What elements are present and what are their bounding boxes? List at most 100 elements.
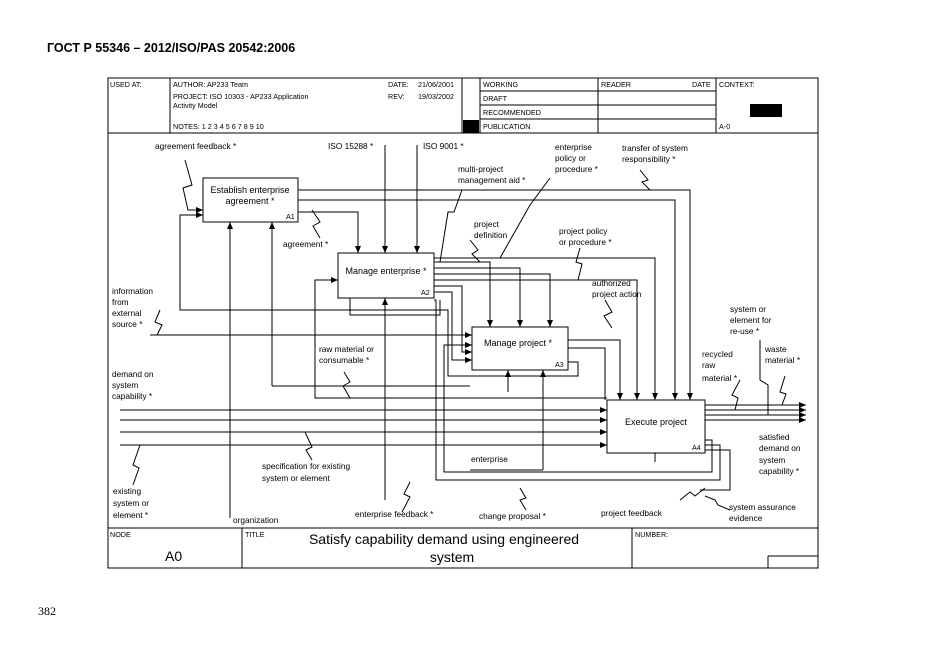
date-value: 21/06/2001	[418, 80, 454, 89]
document-header: ГОСТ Р 55346 – 2012/ISO/PAS 20542:2006	[47, 41, 296, 55]
label-recycled-1: recycled	[702, 349, 733, 359]
a2-label-1: Manage enterprise *	[345, 266, 427, 276]
label-demand-3: capability *	[112, 391, 153, 401]
a3-to-a4-arrow	[568, 347, 606, 400]
status-recommended: RECOMMENDED	[483, 108, 541, 117]
label-agreement: agreement *	[283, 239, 329, 249]
label-waste-2: material *	[765, 355, 801, 365]
label-enterprise-policy-1: enterprise	[555, 142, 592, 152]
project-line1: PROJECT: ISO 10303 - AP233 Application	[173, 92, 308, 101]
activity-a3: Manage project * A3	[471, 326, 569, 371]
notes-text: NOTES: 1 2 3 4 5 6 7 8 9 10	[173, 122, 264, 131]
author-text: AUTHOR: AP233 Team	[173, 80, 248, 89]
reader-label: READER	[601, 80, 631, 89]
a1-label-2: agreement *	[225, 196, 275, 206]
activity-a1: Establish enterprise agreement * A1	[202, 177, 299, 223]
context-node: A-0	[719, 122, 730, 131]
page-number: 382	[38, 604, 56, 618]
label-specification-2: system or element	[262, 473, 330, 483]
a4-id: A4	[692, 443, 701, 452]
label-satisfied-3: system	[759, 455, 785, 465]
existing-squiggle	[132, 444, 141, 486]
label-organization: organization	[233, 515, 279, 525]
status-working: WORKING	[483, 80, 519, 89]
label-change-proposal: change proposal *	[479, 511, 547, 521]
label-project-definition-2: definition	[474, 230, 508, 240]
activity-a4: Execute project A4	[606, 399, 706, 454]
label-agreement-feedback: agreement feedback *	[155, 141, 237, 151]
a2-to-a4-arrow	[434, 279, 640, 400]
label-multi-project-1: multi-project	[458, 164, 504, 174]
label-project-policy-2: or procedure *	[559, 237, 612, 247]
diagram-title-line2: system	[430, 549, 474, 565]
label-information-1: information	[112, 286, 153, 296]
multi-project-squiggle	[434, 189, 463, 263]
diagram-frame	[107, 77, 819, 569]
publication-marker	[463, 120, 479, 133]
enterprise-feedback-squiggle	[401, 481, 411, 513]
label-iso15288: ISO 15288 *	[328, 141, 374, 151]
label-demand-1: demand on	[112, 369, 154, 379]
label-enterprise: enterprise	[471, 454, 508, 464]
a4-feedback-2	[434, 299, 721, 481]
arrows	[120, 145, 806, 518]
assurance-squiggle	[704, 495, 731, 511]
agreement-feedback-arrow	[182, 159, 203, 213]
node-label: NODE	[110, 530, 131, 539]
label-satisfied-4: capability *	[759, 466, 800, 476]
a2-id: A2	[421, 288, 430, 297]
label-enterprise-policy-2: policy or	[555, 153, 586, 163]
node-value: A0	[165, 548, 182, 564]
label-existing-3: element *	[113, 510, 149, 520]
waste-squiggle	[779, 375, 787, 406]
rev-value: 19/03/2002	[418, 92, 454, 101]
project-policy-arrow	[434, 257, 658, 400]
agreement-squiggle	[311, 209, 321, 239]
reuse-squiggle	[759, 340, 769, 415]
project-line2: Activity Model	[173, 101, 218, 110]
project-definition-arrow	[434, 261, 493, 327]
project-policy-squiggle	[575, 247, 583, 281]
context-label: CONTEXT:	[719, 80, 755, 89]
a4-feedback-1	[443, 342, 713, 473]
project-feedback-squiggle	[679, 487, 706, 501]
specification-squiggle	[304, 431, 313, 461]
a1-id: A1	[286, 212, 295, 221]
label-information-3: external	[112, 308, 142, 318]
label-specification-1: specification for existing	[262, 461, 350, 471]
label-raw-material-2: consumable *	[319, 355, 370, 365]
transfer-squiggle	[639, 169, 651, 191]
label-recycled-2: raw	[702, 360, 716, 370]
label-project-definition-1: project	[474, 219, 500, 229]
a2-feedback-loop	[349, 298, 441, 316]
context-box	[750, 104, 782, 117]
label-transfer-1: transfer of system	[622, 143, 688, 153]
label-multi-project-2: management aid *	[458, 175, 526, 185]
a2-to-a3-arrow-1	[434, 267, 523, 327]
label-information-2: from	[112, 297, 129, 307]
header-texts: USED AT: AUTHOR: AP233 Team DATE: 21/06/…	[110, 80, 755, 565]
title-label: TITLE	[245, 530, 265, 539]
number-label: NUMBER:	[635, 530, 668, 539]
label-reuse-2: element for	[730, 315, 772, 325]
change-proposal-squiggle	[519, 487, 527, 511]
label-assurance-1: system assurance	[729, 502, 796, 512]
activity-a2: Manage enterprise * A2	[337, 252, 435, 299]
label-waste-1: waste	[764, 344, 787, 354]
a4-label-1: Execute project	[625, 417, 688, 427]
label-enterprise-feedback: enterprise feedback *	[355, 509, 434, 519]
authorized-action-arrow	[568, 339, 623, 400]
rev-label: REV:	[388, 92, 405, 101]
enterprise-policy-squiggle	[499, 177, 551, 259]
label-existing-2: system or	[113, 498, 149, 508]
a2-to-a3-input-2	[434, 291, 472, 363]
label-authorized-1: authorized	[592, 278, 631, 288]
a3-id: A3	[555, 360, 564, 369]
enterprise-policy-arrow	[298, 199, 678, 400]
label-reuse-3: re-use *	[730, 326, 760, 336]
diagram-title-line1: Satisfy capability demand using engineer…	[309, 531, 579, 547]
arrow-labels: agreement feedback * ISO 15288 * ISO 900…	[112, 141, 801, 525]
date2-label: DATE	[692, 80, 711, 89]
status-draft: DRAFT	[483, 94, 508, 103]
